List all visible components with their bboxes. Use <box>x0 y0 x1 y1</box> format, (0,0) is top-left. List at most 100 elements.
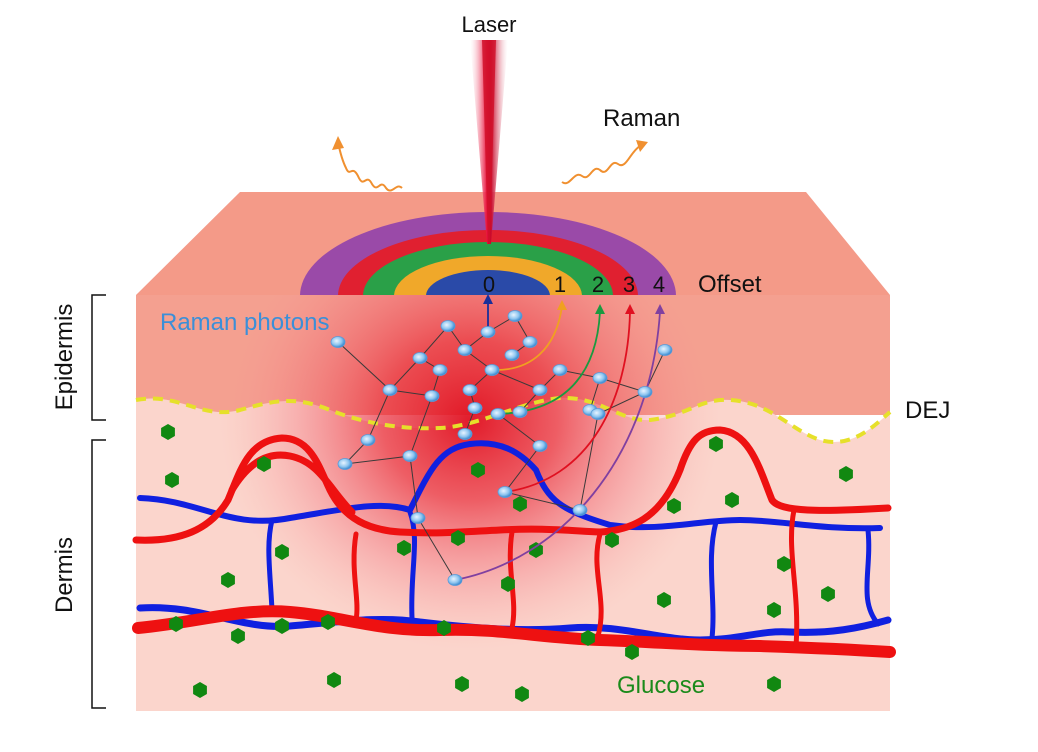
raman-photon <box>480 326 496 338</box>
raman-photon <box>504 349 520 361</box>
raman-photon <box>512 406 528 418</box>
artery-branch-4 <box>789 507 800 649</box>
raman-photon <box>467 402 483 414</box>
raman-photon <box>440 320 456 332</box>
raman-wave-left <box>337 141 403 192</box>
glucose-molecule <box>257 456 271 472</box>
offset-arrows <box>454 294 665 581</box>
offset-2-label: 2 <box>592 272 604 297</box>
offset-0-arrowhead <box>483 294 493 304</box>
dej-line <box>135 395 892 444</box>
raman-photon <box>532 440 548 452</box>
raman-photon <box>490 408 506 420</box>
glucose-molecule <box>437 620 451 636</box>
glucose-molecule <box>529 542 543 558</box>
offset-3-label: 3 <box>623 272 635 297</box>
raman-photon <box>412 352 428 364</box>
offset-0-label: 0 <box>483 272 495 297</box>
raman-photon <box>410 512 426 524</box>
raman-photon <box>552 364 568 376</box>
raman-photon <box>572 504 588 516</box>
glucose-label: Glucose <box>617 672 705 699</box>
raman-photon <box>590 408 606 420</box>
raman-photons-label: Raman photons <box>160 309 329 336</box>
offset-1-arrow <box>495 305 563 371</box>
glucose-molecule <box>767 676 781 692</box>
glucose-molecule <box>275 544 289 560</box>
raman-photon <box>497 486 513 498</box>
epidermis-bracket <box>91 294 106 421</box>
glucose-molecule <box>821 586 835 602</box>
vein-branch-1 <box>266 517 275 613</box>
glucose-molecule <box>321 614 335 630</box>
raman-photon <box>432 364 448 376</box>
glucose-molecule <box>161 424 175 440</box>
raman-photon-dots <box>330 310 673 586</box>
raman-photon <box>360 434 376 446</box>
raman-photon <box>402 450 418 462</box>
raman-photon <box>637 386 653 398</box>
vein-branch-3 <box>708 519 719 641</box>
dej-label: DEJ <box>905 397 950 424</box>
offset-4-arrowhead <box>655 304 665 314</box>
offset-1-arrowhead <box>557 300 567 310</box>
raman-photon <box>330 336 346 348</box>
laser-label: Laser <box>461 12 516 37</box>
vein-upper <box>137 440 883 532</box>
raman-photon <box>507 310 523 322</box>
glucose-molecule <box>777 556 791 572</box>
glucose-molecule <box>169 616 183 632</box>
offset-rings <box>300 212 676 295</box>
glucose-molecule <box>515 686 529 702</box>
offset-2-arrowhead <box>595 304 605 314</box>
raman-label: Raman <box>603 105 680 132</box>
glucose-molecule <box>455 676 469 692</box>
glucose-molecule <box>581 630 595 646</box>
raman-photon <box>424 390 440 402</box>
raman-photon <box>462 384 478 396</box>
raman-photon <box>532 384 548 396</box>
glucose-molecule <box>709 436 723 452</box>
vein-branch-4 <box>864 527 881 627</box>
dermis-label: Dermis <box>51 537 78 613</box>
raman-photon <box>457 428 473 440</box>
glucose-molecule <box>501 576 515 592</box>
raman-photon <box>337 458 353 470</box>
glucose-molecule <box>471 462 485 478</box>
offset-4-arrow <box>454 311 661 581</box>
glucose-molecule <box>221 572 235 588</box>
raman-wave-left-head <box>332 136 344 150</box>
epidermis-label: Epidermis <box>51 304 78 411</box>
laser-beam-core <box>482 40 496 244</box>
raman-photon <box>382 384 398 396</box>
artery-branch-1 <box>351 531 360 623</box>
glucose-molecule <box>657 592 671 608</box>
glucose-molecule <box>839 466 853 482</box>
glucose-molecules <box>161 424 853 702</box>
artery-upper <box>132 426 892 544</box>
raman-photon <box>457 344 473 356</box>
raman-photon <box>592 372 608 384</box>
raman-waves <box>332 136 648 192</box>
glucose-molecule <box>327 672 341 688</box>
offset-3-arrow <box>504 311 631 493</box>
glucose-molecule <box>275 618 289 634</box>
offset-label: Offset <box>698 271 762 298</box>
raman-wave-right <box>561 145 641 185</box>
offset-4-label: 4 <box>653 272 665 297</box>
artery-upper-2 <box>228 451 356 516</box>
offset-1-label: 1 <box>554 272 566 297</box>
artery-branch-3 <box>594 531 604 639</box>
glucose-molecule <box>193 682 207 698</box>
glucose-molecule <box>767 602 781 618</box>
glucose-molecule <box>605 532 619 548</box>
artery-lower <box>132 605 896 658</box>
raman-photon <box>484 364 500 376</box>
glucose-molecule <box>397 540 411 556</box>
glucose-molecule <box>451 530 465 546</box>
glucose-molecule <box>513 496 527 512</box>
glucose-molecule <box>725 492 739 508</box>
dermis-bracket <box>91 439 106 709</box>
offset-3-arrowhead <box>625 304 635 314</box>
